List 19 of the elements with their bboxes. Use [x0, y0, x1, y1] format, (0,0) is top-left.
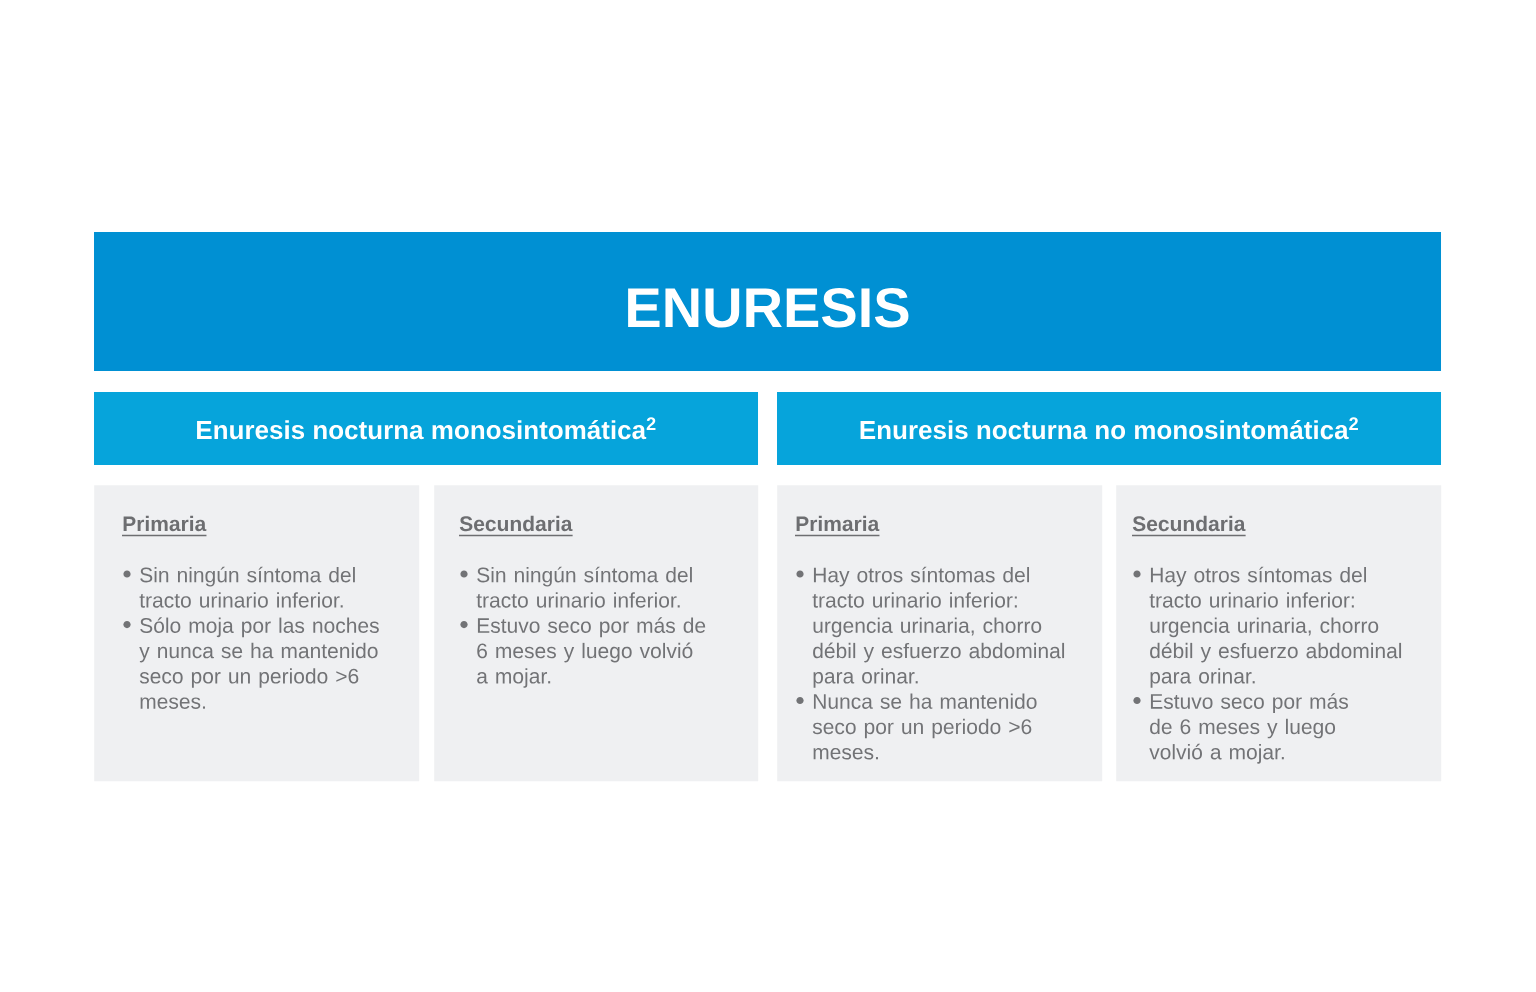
category-band: Enuresis nocturna monosintomática$^{2}$: [94, 392, 758, 465]
bullet-text: Nunca se ha mantenido seco por un periodo >6 meses.: [812, 693, 1037, 760]
info-card: [1116, 485, 1442, 782]
bullet-text: Estuvo seco por más de 6 meses y luego volvió a mojar.: [477, 617, 706, 688]
bullet-text: Hay otros síntomas del tracto urinario inferior: urgencia urinaria, chorro débil y esfuerzo abdominal para orinar.: [812, 566, 1065, 688]
bullet-text: Estuvo seco por más de 6 meses y luego volvió a mojar.: [1149, 693, 1348, 764]
bullet-text: Sin ningún síntoma del tracto urinario inferior.: [139, 566, 355, 608]
card-heading: Secundaria: [458, 515, 574, 537]
info-card: [94, 485, 420, 782]
card-heading: Secundaria: [1131, 515, 1247, 537]
title-band: ENURESIS: [94, 232, 1441, 371]
bullet-text: Hay otros síntomas del tracto urinario inferior: urgencia urinaria, chorro débil y esfuerzo abdominal para orinar.: [1149, 566, 1402, 688]
card-heading: Primaria: [121, 515, 208, 537]
card-heading: Primaria: [794, 515, 881, 537]
bullet-text: Sin ningún síntoma del tracto urinario inferior.: [476, 566, 692, 608]
info-card: [777, 485, 1103, 782]
category-band: Enuresis nocturna no monosintomática$^{2}$: [777, 392, 1441, 465]
info-card: [434, 485, 759, 782]
bullet-text: Sólo moja por las noches y nunca se ha mantenido seco por un periodo >6 meses.: [139, 617, 379, 709]
